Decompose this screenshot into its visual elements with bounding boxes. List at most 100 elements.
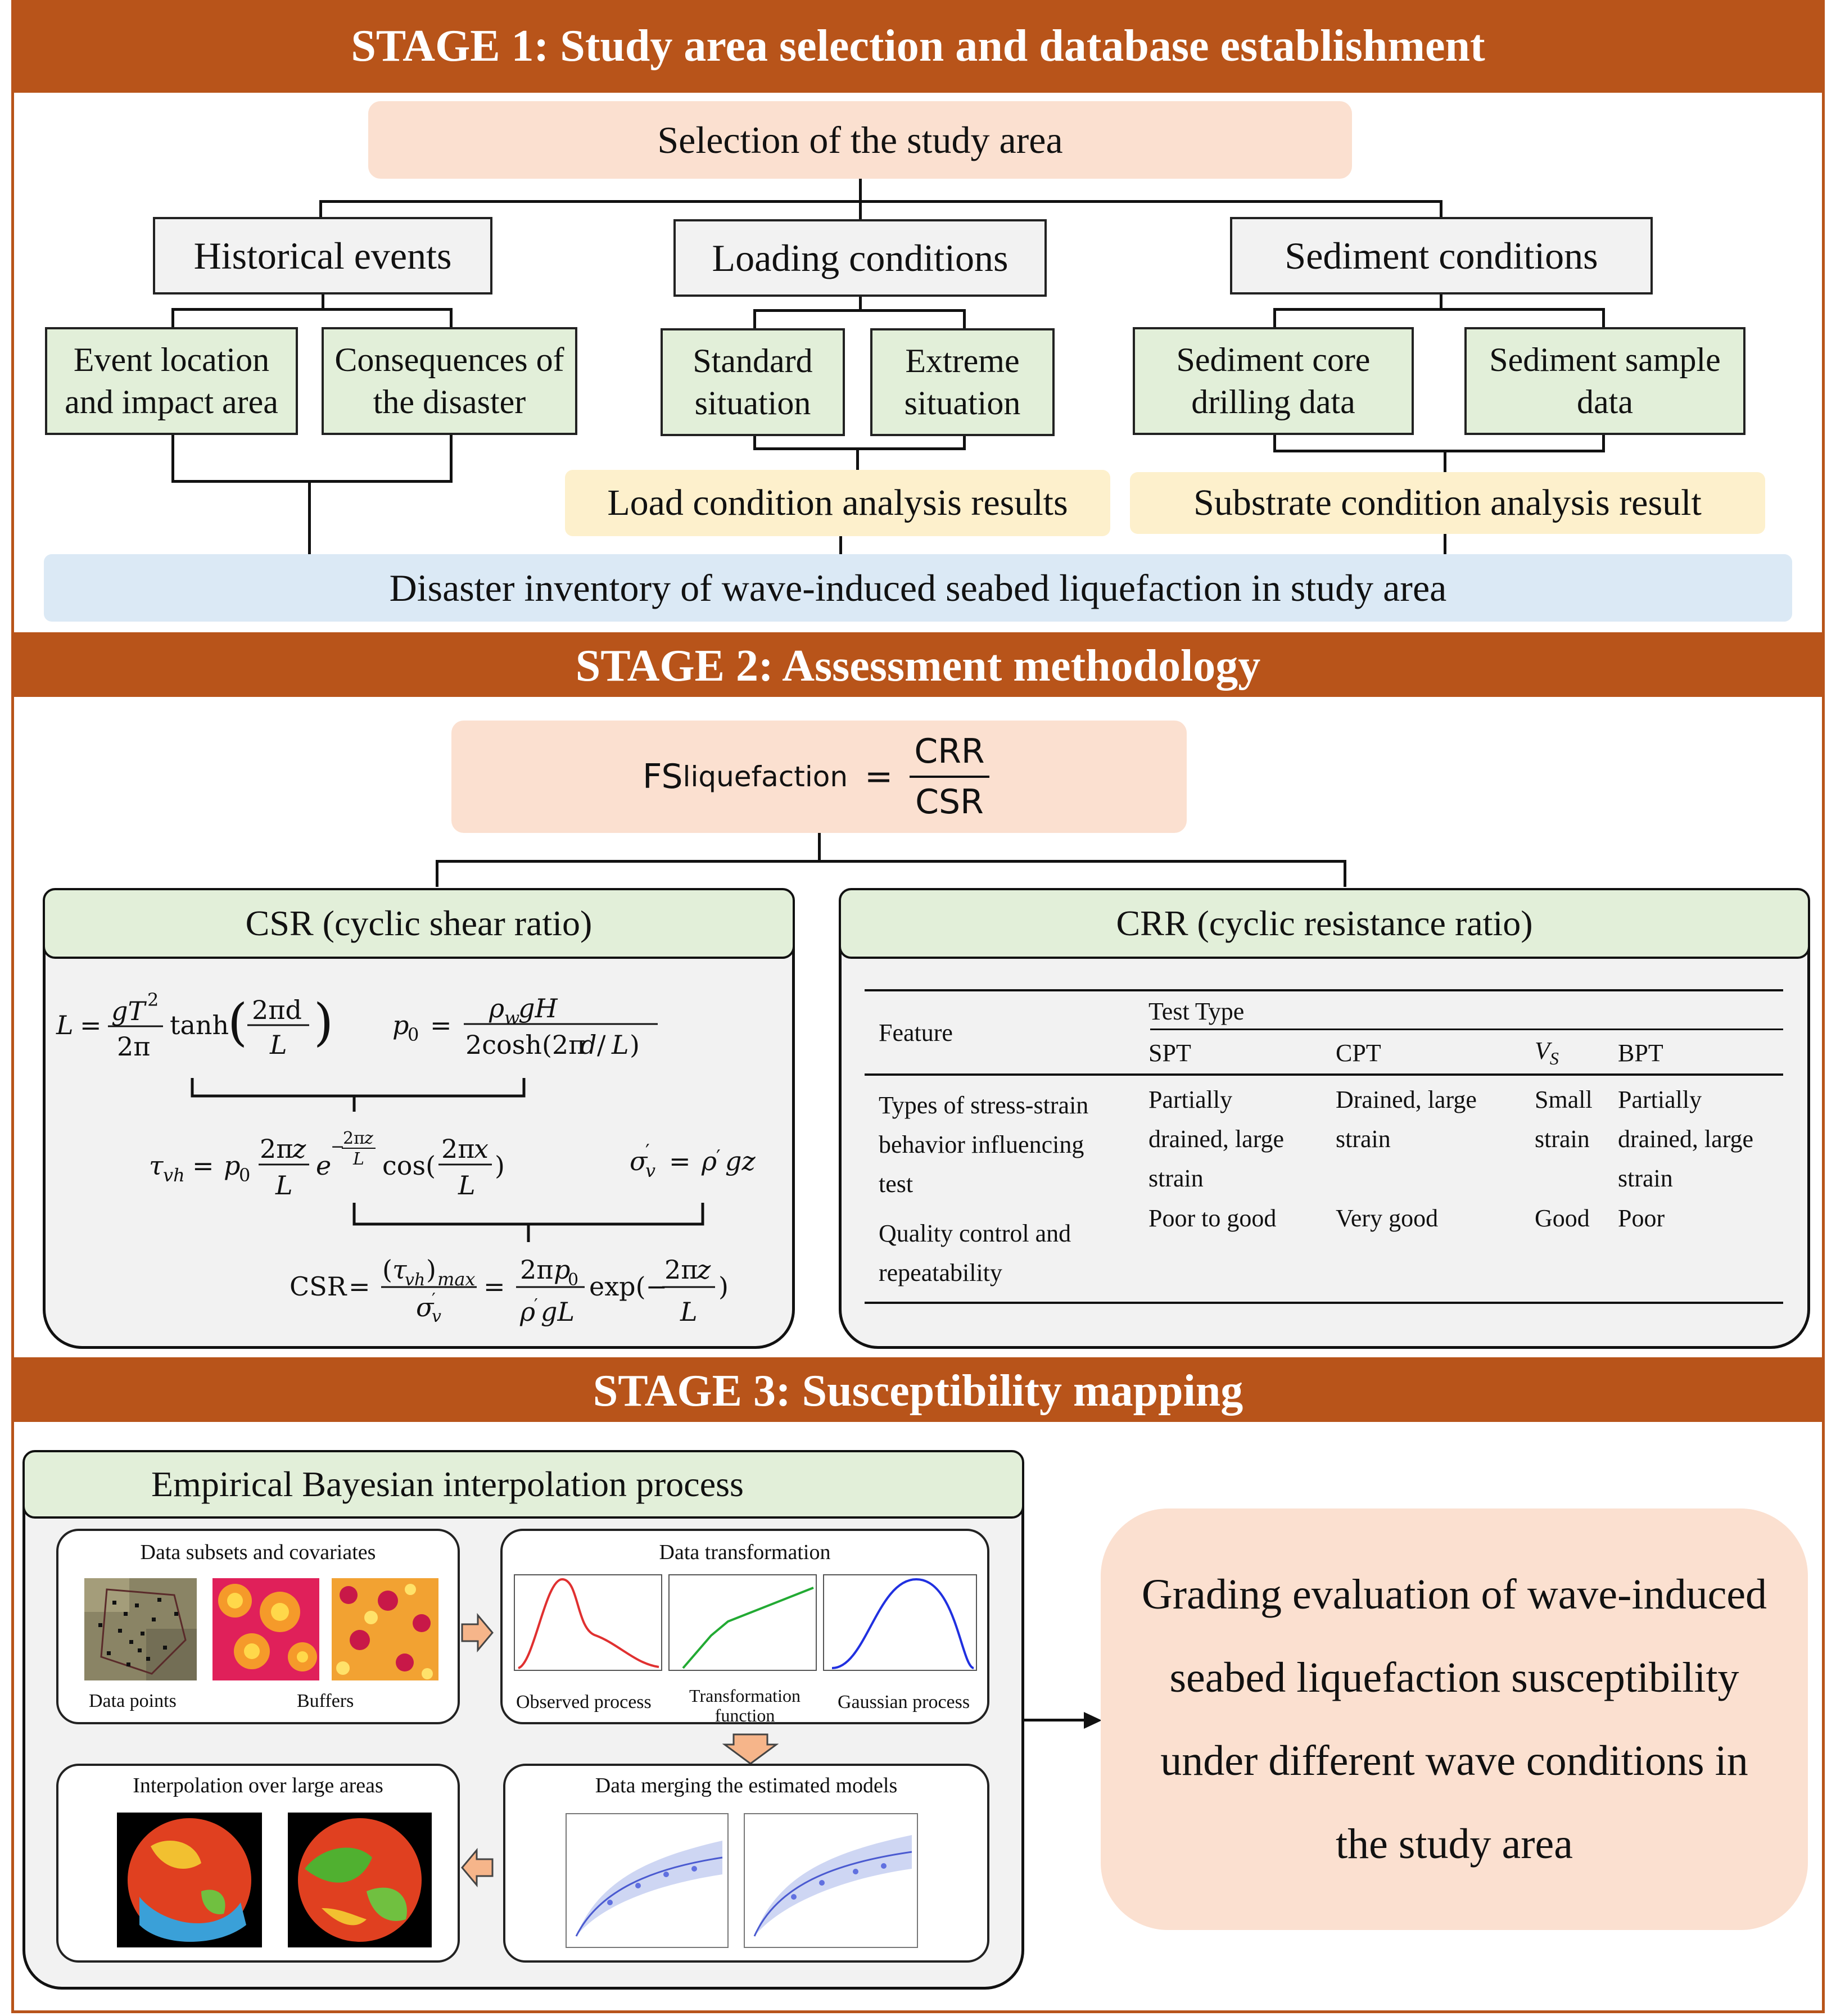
col-spt: SPT: [1148, 1039, 1191, 1067]
csr-panel: [43, 888, 795, 1349]
svg-text:cos(: cos(: [382, 1150, 436, 1181]
svg-text:p: p: [554, 1254, 570, 1285]
svg-text:d: d: [580, 1030, 596, 1060]
transformation-function-chart: [668, 1574, 817, 1671]
fs-denominator: CSR: [915, 782, 984, 822]
svg-text:p: p: [224, 1150, 240, 1181]
svg-text:=: =: [430, 1010, 452, 1040]
fs-numerator: CRR: [910, 732, 989, 778]
stage1-title: STAGE 1: Study area selection and databa…: [11, 0, 1825, 93]
merged-model-chart-2: [744, 1813, 918, 1948]
buffers-map-1: [212, 1578, 319, 1680]
data-transformation-title: Data transformation: [659, 1541, 831, 1564]
col-vs: VS: [1535, 1037, 1559, 1068]
row2-feature: Quality control and repeatability: [879, 1220, 1071, 1286]
load-result-box: Load condition analysis results: [565, 470, 1110, 536]
data-subsets-title: Data subsets and covariates: [140, 1541, 376, 1564]
svg-text:z: z: [364, 1129, 373, 1148]
svg-text:ρ: ρ: [489, 993, 504, 1023]
csr-title: CSR (cyclic shear ratio): [43, 888, 795, 959]
substrate-result-box: Substrate condition analysis result: [1130, 472, 1765, 534]
svg-text:v: v: [645, 1160, 655, 1181]
svg-text:p: p: [392, 1010, 409, 1040]
sample-data-box: Sediment sample data: [1464, 327, 1745, 435]
row1-spt: Partially drained, large strain: [1148, 1086, 1285, 1192]
transformation-function-label: Transformation function: [689, 1686, 801, 1726]
arrow-left-icon: [461, 1848, 494, 1887]
svg-text:L: L: [611, 1030, 629, 1060]
svg-text:): ): [630, 1030, 640, 1060]
svg-text:L: L: [56, 1010, 74, 1040]
ebk-title: Empirical Bayesian interpolation process: [22, 1450, 1024, 1519]
svg-text:L: L: [275, 1170, 293, 1200]
svg-text:gz: gz: [725, 1146, 756, 1176]
svg-text:′: ′: [716, 1146, 721, 1168]
svg-text:L: L: [458, 1170, 476, 1200]
svg-text:): ): [495, 1150, 505, 1181]
svg-text:=: =: [483, 1271, 505, 1302]
svg-text:0: 0: [239, 1165, 250, 1186]
standard-situation-box: Standard situation: [661, 328, 845, 436]
row2-spt: Poor to good: [1148, 1204, 1277, 1232]
svg-text:τ: τ: [392, 1254, 408, 1285]
svg-text:(: (: [382, 1254, 392, 1285]
disaster-inventory-box: Disaster inventory of wave-induced seabe…: [44, 554, 1792, 622]
gaussian-process-chart: [823, 1574, 977, 1671]
gaussian-process-label: Gaussian process: [838, 1692, 970, 1713]
row1-cpt: Drained, large strain: [1336, 1086, 1477, 1153]
data-merging-title: Data merging the estimated models: [595, 1774, 898, 1797]
buffers-label: Buffers: [297, 1691, 354, 1711]
merged-model-chart-1: [566, 1813, 729, 1948]
buffers-map-2: [332, 1578, 438, 1680]
svg-text:2cosh(2π: 2cosh(2π: [465, 1030, 585, 1060]
svg-text:0: 0: [568, 1270, 578, 1290]
stage1-frame: [11, 0, 1825, 635]
svg-text:2π: 2π: [664, 1254, 698, 1285]
svg-text:z: z: [697, 1254, 711, 1285]
svg-text:v: v: [432, 1307, 441, 1326]
fs-subscript: liquefaction: [682, 760, 848, 793]
crr-title: CRR (cyclic resistance ratio): [839, 888, 1810, 959]
study-area-box: Selection of the study area: [368, 101, 1352, 179]
svg-text:CSR: CSR: [290, 1271, 347, 1302]
svg-text:tanh: tanh: [170, 1010, 229, 1040]
svg-text:2π: 2π: [520, 1254, 554, 1285]
core-drilling-box: Sediment core drilling data: [1133, 327, 1414, 435]
col-cpt: CPT: [1336, 1039, 1381, 1067]
sediment-conditions-box: Sediment conditions: [1230, 217, 1653, 295]
globe-map-1: [117, 1813, 262, 1947]
svg-text:−: −: [331, 1137, 345, 1157]
col-bpt: BPT: [1618, 1039, 1663, 1067]
stage2-title: STAGE 2: Assessment methodology: [11, 635, 1825, 697]
crr-table: Feature Test Type SPT CPT VS BPT Types o…: [865, 989, 1783, 1304]
svg-text:): ): [314, 993, 333, 1052]
svg-text:2π: 2π: [260, 1134, 293, 1164]
historical-events-box: Historical events: [153, 217, 492, 295]
grading-evaluation-box: Grading evaluation of wave-induced seabe…: [1101, 1508, 1808, 1930]
svg-text:′: ′: [534, 1295, 538, 1315]
svg-text:e: e: [316, 1150, 331, 1181]
svg-text:L: L: [352, 1149, 364, 1169]
svg-text:): ): [426, 1254, 436, 1285]
svg-text:/: /: [597, 1030, 606, 1060]
svg-text:=: =: [669, 1146, 691, 1176]
arrow-to-grading-icon: [1084, 1712, 1102, 1729]
svg-text:2π: 2π: [441, 1134, 475, 1164]
svg-text:0: 0: [408, 1024, 419, 1045]
fs-symbol: FS: [643, 757, 683, 796]
svg-text:vh: vh: [163, 1165, 185, 1186]
svg-text:gH: gH: [518, 993, 558, 1023]
svg-text:ρ: ρ: [701, 1146, 717, 1176]
consequences-box: Consequences of the disaster: [322, 327, 577, 435]
interpolation-title: Interpolation over large areas: [133, 1774, 383, 1797]
svg-text:gL: gL: [541, 1297, 575, 1327]
observed-process-label: Observed process: [516, 1692, 652, 1713]
row2-vs: Good: [1535, 1204, 1590, 1232]
test-type-header: Test Type: [1148, 998, 1245, 1025]
svg-text:z: z: [292, 1134, 306, 1164]
svg-text:2: 2: [147, 989, 159, 1011]
svg-text:x: x: [474, 1134, 489, 1164]
svg-text:ρ: ρ: [519, 1297, 535, 1327]
